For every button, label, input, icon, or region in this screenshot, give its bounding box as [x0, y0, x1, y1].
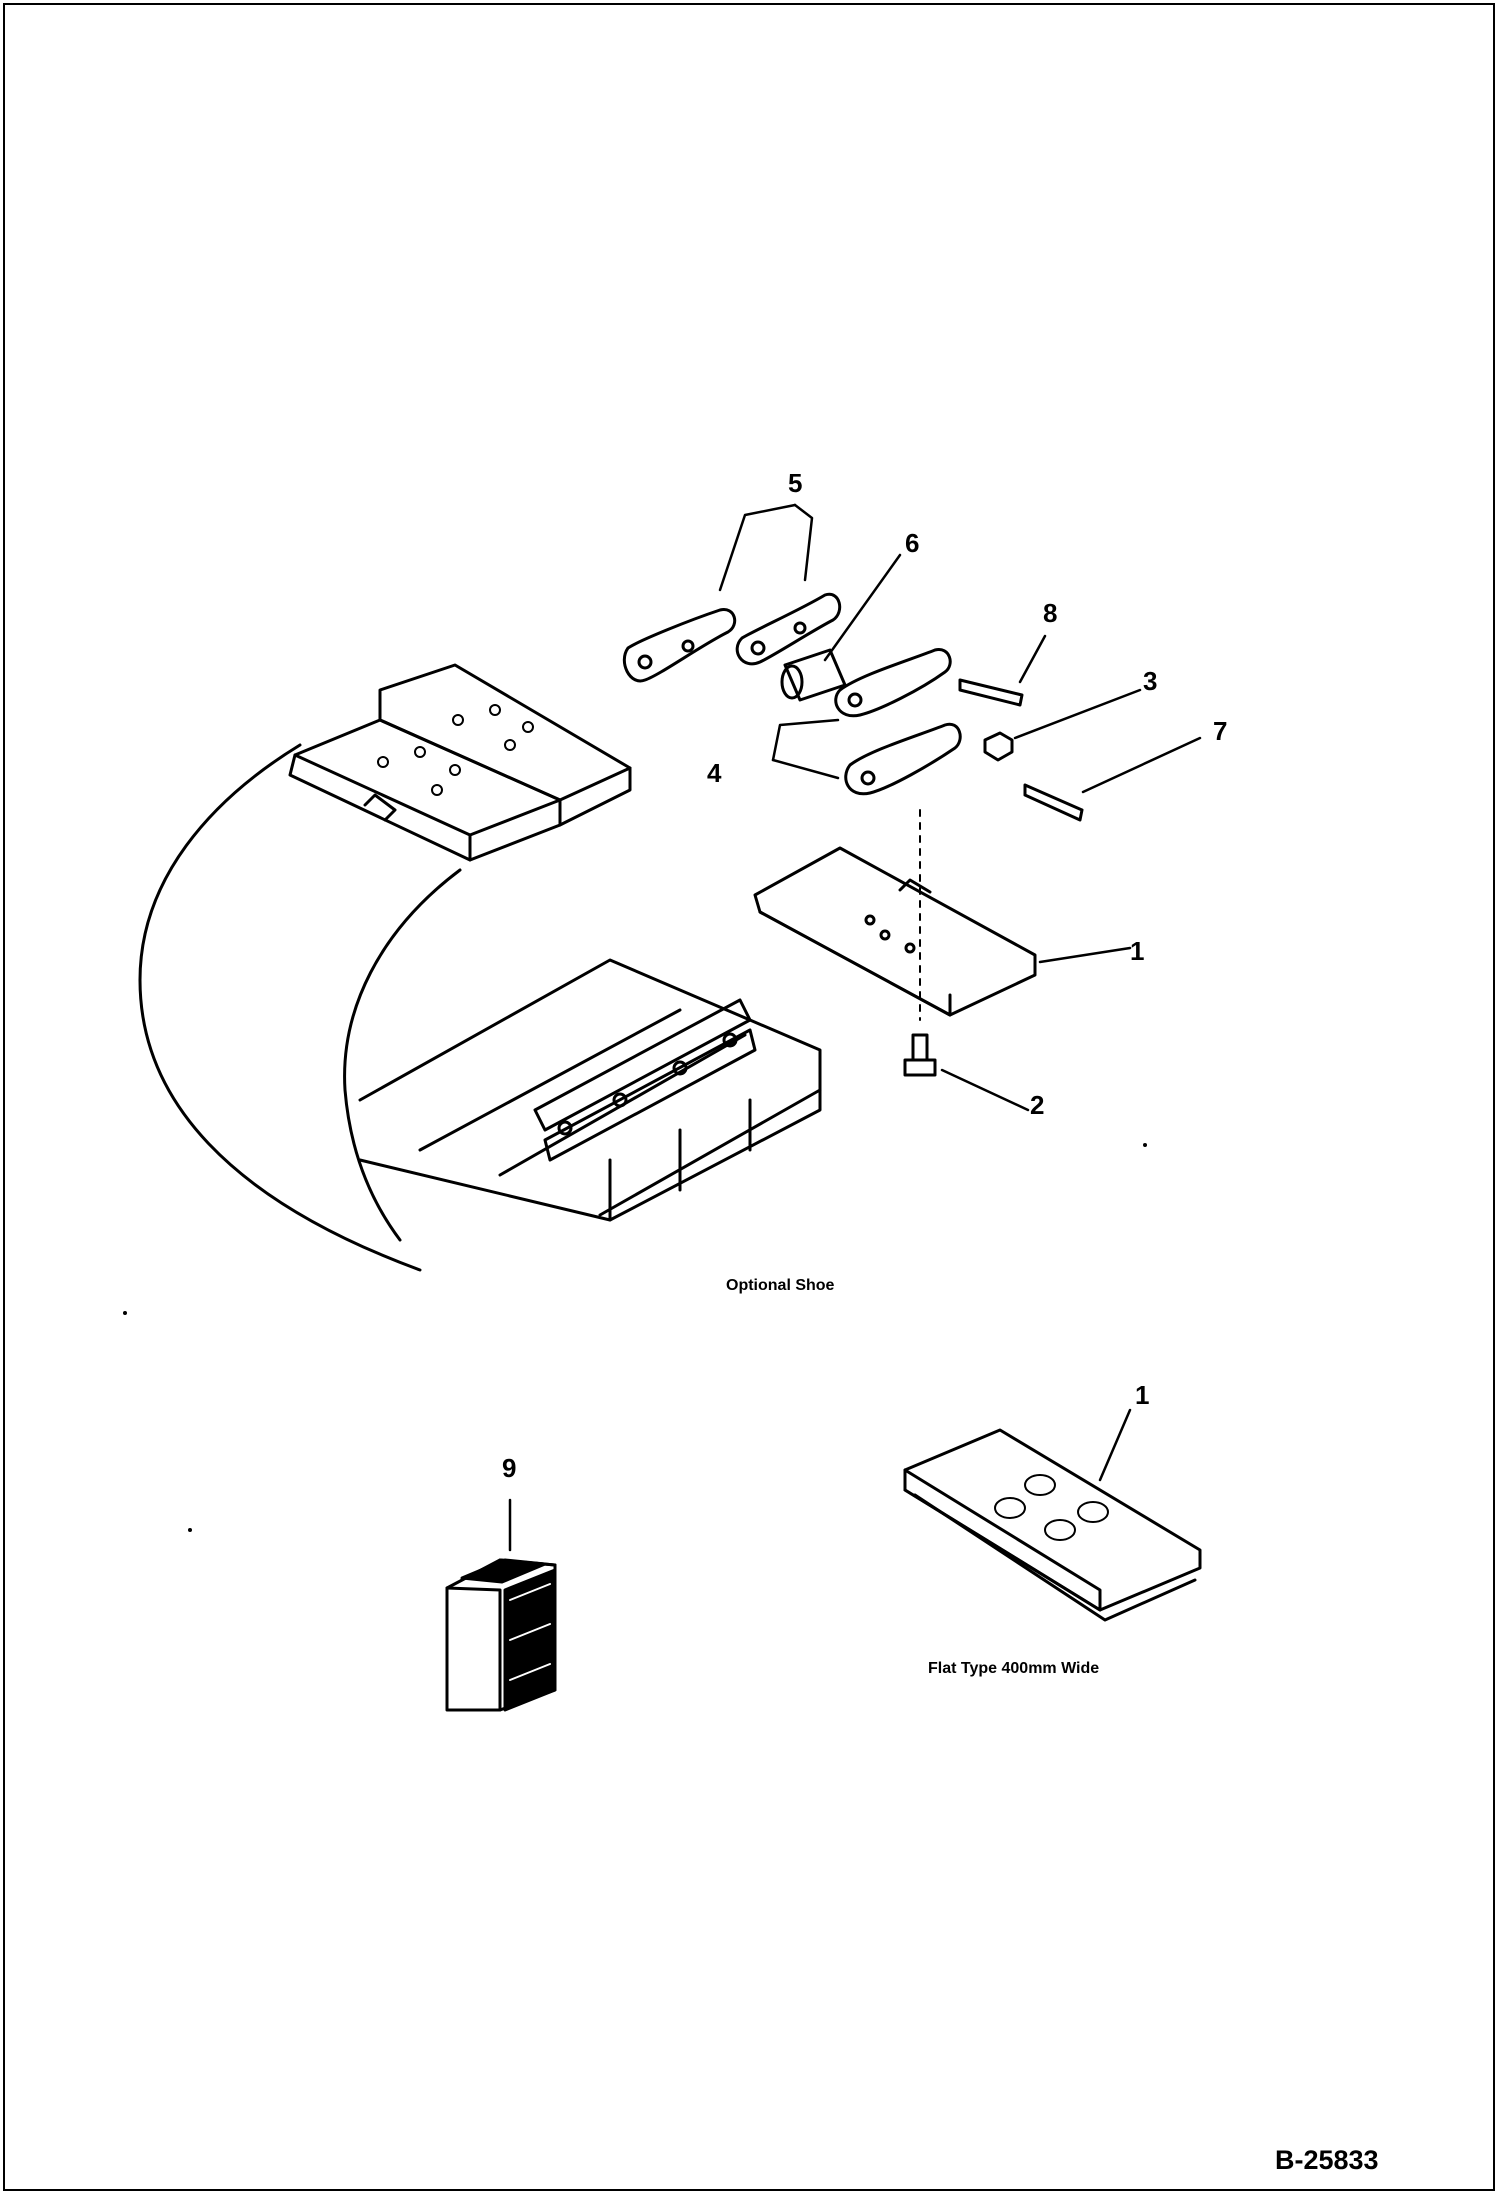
track-pin [958, 678, 1024, 707]
shoe-bolt [903, 1033, 937, 1077]
callout-8: 8 [1043, 598, 1058, 628]
caption-optional-shoe: Optional Shoe [726, 1277, 835, 1294]
top-shoe-1 [293, 718, 562, 837]
callout-9: 9 [502, 1453, 517, 1483]
top-shoe-2 [378, 663, 632, 802]
track-loop-inner [343, 868, 462, 1242]
leader-lines [508, 503, 1202, 1552]
shoe-nut [983, 731, 1014, 762]
callout-1-flat-shoe: 1 [1135, 1380, 1150, 1410]
caption-flat-type: Flat Type 400mm Wide [928, 1660, 1100, 1677]
flat-type-shoe [903, 1428, 1202, 1622]
callout-4: 4 [707, 758, 722, 788]
callout-1-optional-shoe: 1 [1130, 936, 1145, 966]
track-link-pair [834, 648, 962, 796]
callout-2: 2 [1030, 1090, 1045, 1120]
parts-kit-box [445, 1558, 557, 1712]
assembled-chain [533, 998, 757, 1162]
drawing-frame [3, 3, 1495, 2191]
callout-7: 7 [1213, 716, 1228, 746]
track-loop-outer [138, 743, 422, 1272]
shoe-bolt-holes [377, 704, 534, 796]
callout-6: 6 [905, 528, 920, 558]
document-id: B-25833 [1275, 2145, 1379, 2175]
master-pin [1023, 783, 1084, 822]
callout-5: 5 [788, 468, 803, 498]
track-assembly [138, 663, 822, 1272]
optional-shoe-plate [753, 846, 1037, 1017]
bushing [780, 648, 847, 702]
bottom-shoe-row [358, 958, 822, 1222]
callout-3: 3 [1143, 666, 1158, 696]
master-link-pair [622, 592, 842, 683]
